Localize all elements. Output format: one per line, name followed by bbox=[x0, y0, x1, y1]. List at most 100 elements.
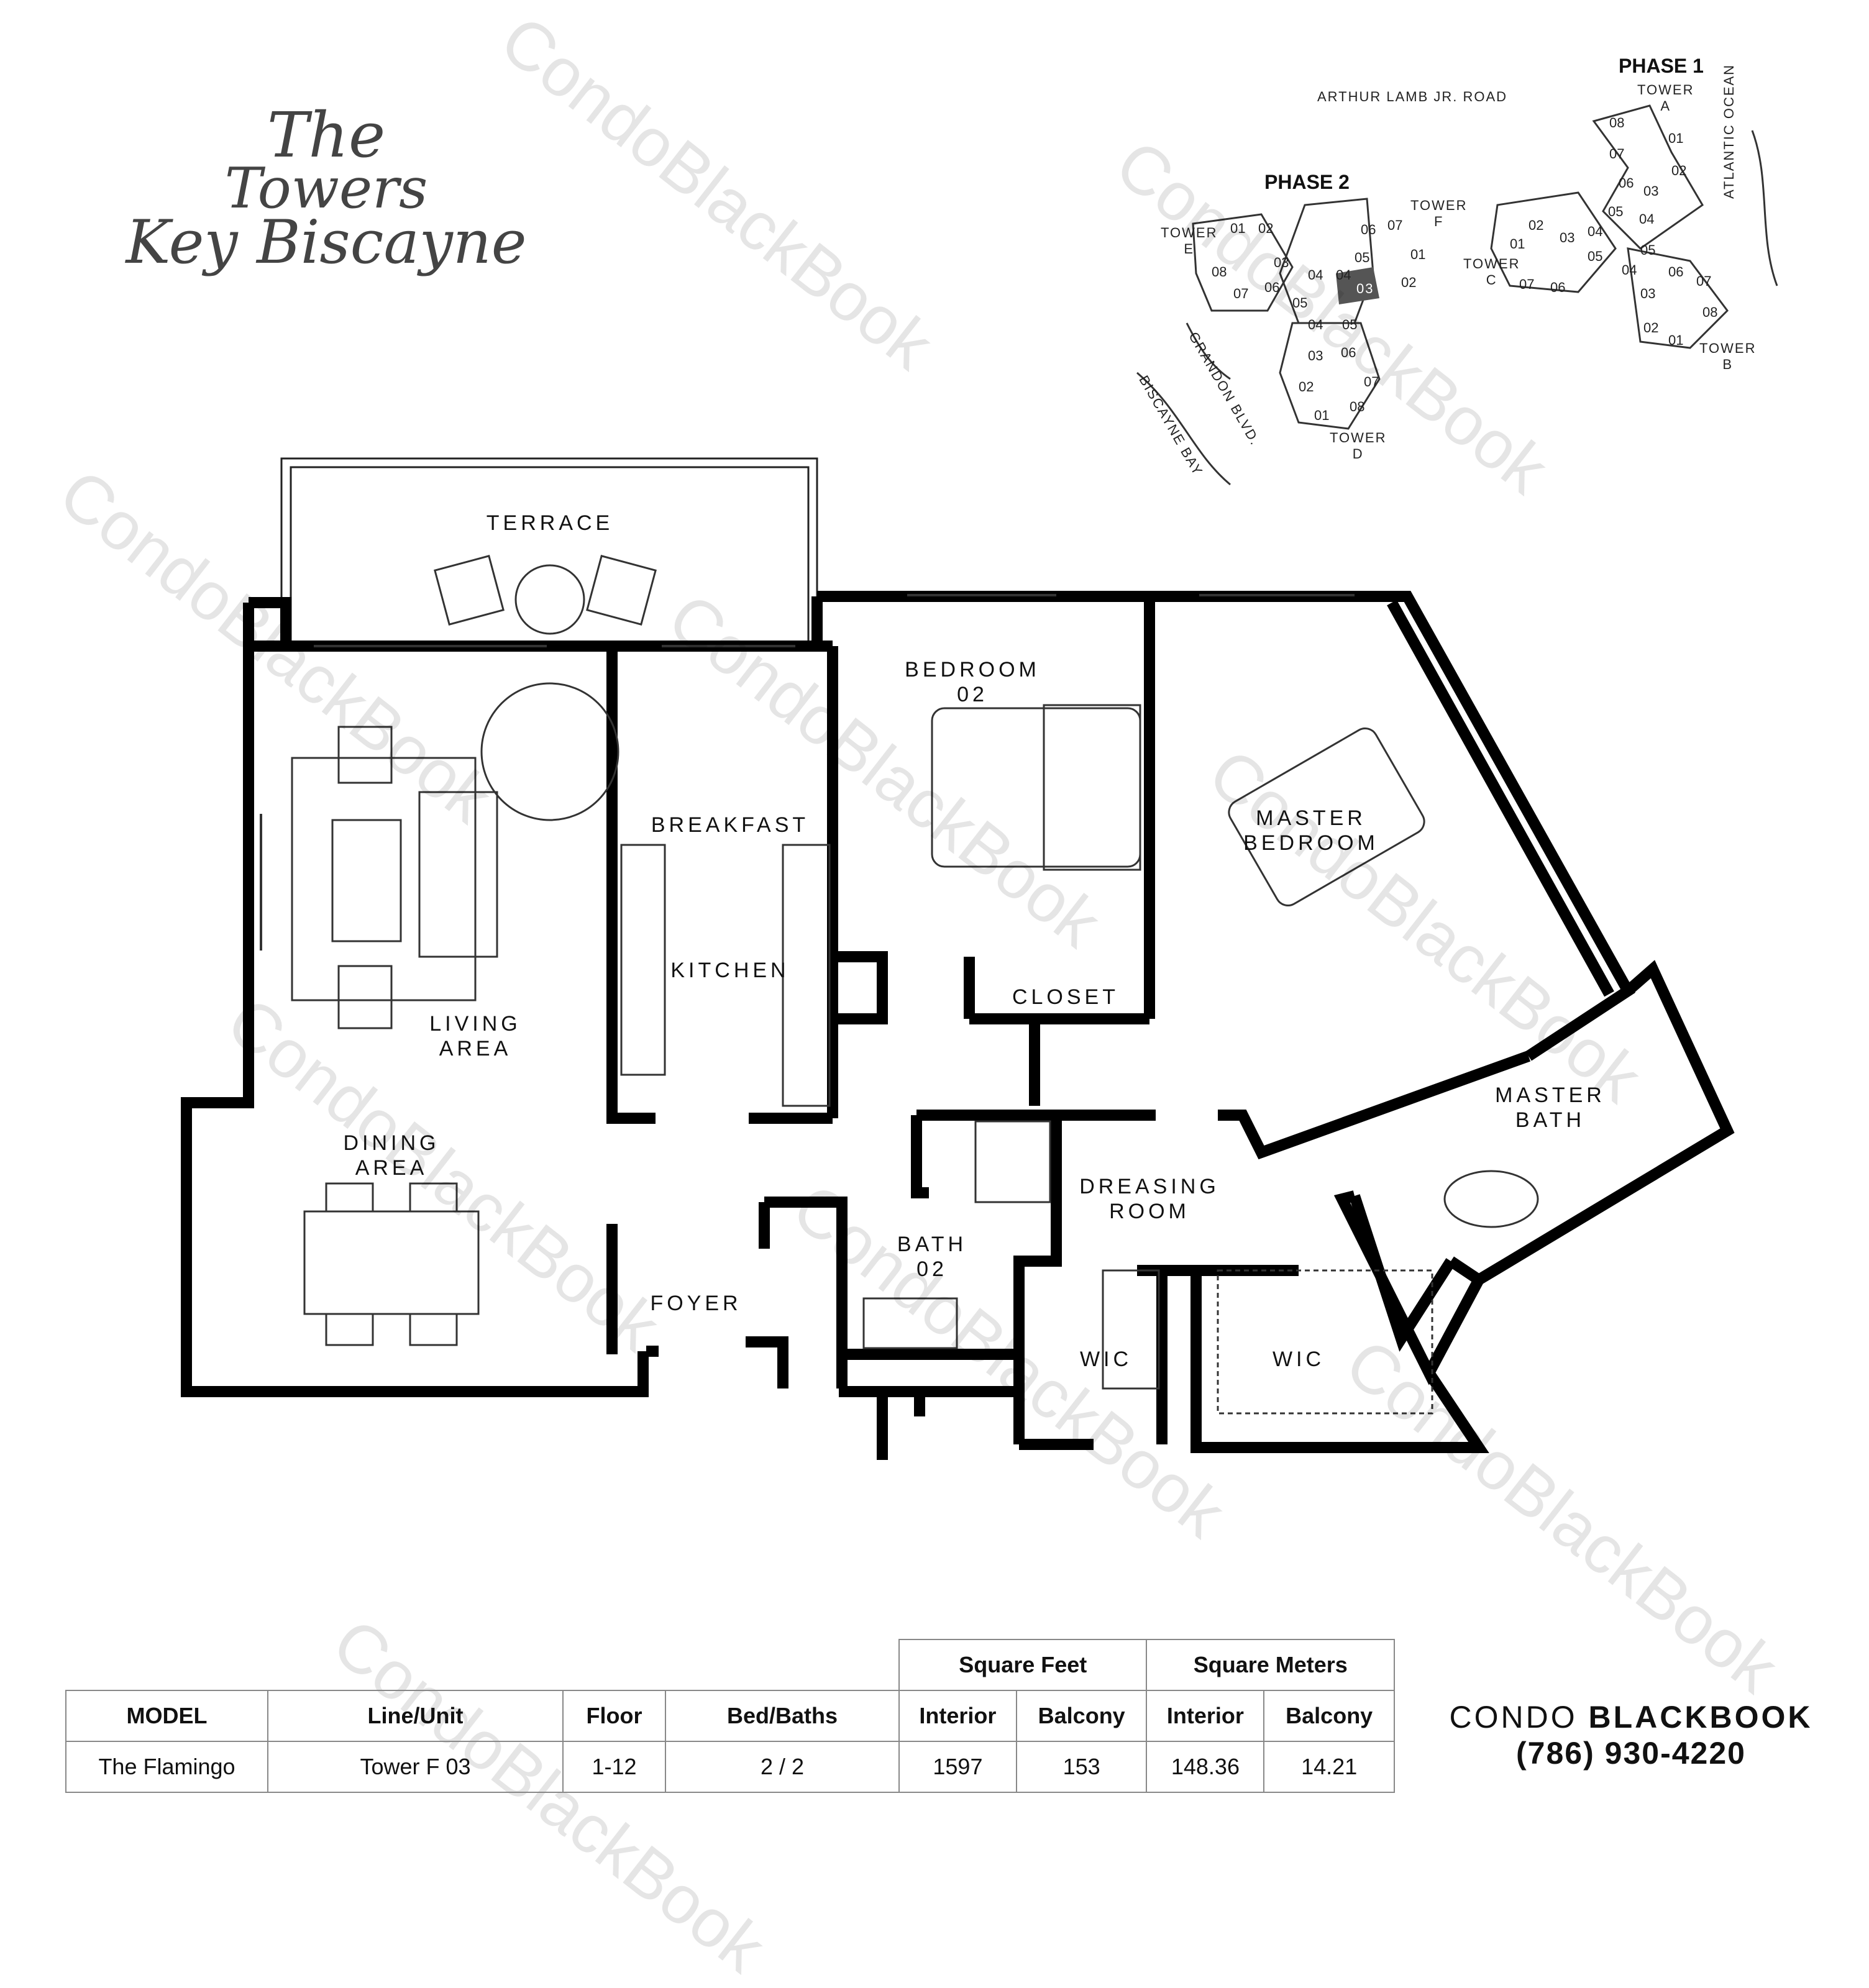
cell-interior-sqft: 1597 bbox=[898, 1741, 1017, 1793]
room-wic-right: WIC bbox=[1272, 1347, 1325, 1371]
site-map-unit-number: 03 bbox=[1274, 255, 1289, 270]
furniture bbox=[291, 555, 1539, 1415]
site-map-unit-number: 06 bbox=[1668, 264, 1684, 280]
table-row: The Flamingo Tower F 03 1-12 2 / 2 1597 … bbox=[65, 1741, 1395, 1793]
site-map-unit-number: 04 bbox=[1639, 211, 1655, 227]
room-bath-02: BATH 02 bbox=[897, 1233, 967, 1281]
tower-f-label: TOWER F bbox=[1410, 198, 1468, 229]
site-map-unit-number: 05 bbox=[1588, 248, 1603, 264]
room-foyer: FOYER bbox=[650, 1292, 742, 1315]
site-map-unit-number: 01 bbox=[1668, 130, 1684, 146]
site-map-unit-number: 06 bbox=[1264, 280, 1280, 295]
cell-interior-sqm: 148.36 bbox=[1146, 1741, 1265, 1793]
cell-line-unit: Tower F 03 bbox=[267, 1741, 564, 1793]
tower-a-label: TOWER A bbox=[1637, 82, 1694, 114]
header-square-feet: Square Feet bbox=[898, 1639, 1148, 1691]
site-map-unit-number: 02 bbox=[1671, 163, 1687, 178]
phase-1-label: PHASE 1 bbox=[1619, 55, 1704, 77]
site-map-unit-number: 05 bbox=[1640, 242, 1656, 258]
site-map-unit-number: 07 bbox=[1519, 276, 1535, 292]
header-square-meters: Square Meters bbox=[1146, 1639, 1395, 1691]
site-map-unit-number: 02 bbox=[1529, 217, 1544, 233]
terrace-outline bbox=[280, 457, 818, 646]
highlight-unit-f03 bbox=[1336, 267, 1379, 304]
room-kitchen: KITCHEN bbox=[670, 959, 790, 982]
room-wic-left: WIC bbox=[1079, 1347, 1133, 1371]
site-map-unit-number: 02 bbox=[1643, 320, 1659, 335]
cell-model: The Flamingo bbox=[65, 1741, 268, 1793]
header-bed-baths: Bed/Baths bbox=[665, 1690, 900, 1742]
brand-name: CONDO BLACKBOOK bbox=[1429, 1699, 1833, 1735]
site-map-unit-number: 06 bbox=[1341, 345, 1356, 360]
cell-balcony-sqm: 14.21 bbox=[1263, 1741, 1395, 1793]
room-breakfast: BREAKFAST bbox=[651, 813, 810, 837]
site-map-unit-number: 01 bbox=[1668, 332, 1684, 348]
site-map-unit-number: 05 bbox=[1342, 317, 1358, 332]
room-living-area: LIVING AREA bbox=[429, 1012, 521, 1060]
header-floor: Floor bbox=[562, 1690, 666, 1742]
site-map-unit-number: 07 bbox=[1364, 374, 1379, 390]
site-map-unit-number: 06 bbox=[1619, 175, 1634, 191]
room-closet: CLOSET bbox=[1012, 985, 1120, 1009]
site-map-unit-number: 01 bbox=[1510, 236, 1525, 252]
cell-balcony-sqft: 153 bbox=[1015, 1741, 1148, 1793]
room-dining-area: DINING AREA bbox=[343, 1131, 440, 1180]
floor-plan-drawing bbox=[181, 104, 1778, 1460]
site-map-unit-number: 02 bbox=[1258, 221, 1274, 236]
unit-spec-table: Square Feet Square Meters MODEL Line/Uni… bbox=[65, 1639, 1395, 1793]
cell-bed-baths: 2 / 2 bbox=[665, 1741, 900, 1793]
highlight-unit-label: 03 bbox=[1356, 281, 1374, 296]
site-map-unit-number: 03 bbox=[1643, 183, 1659, 199]
site-map-unit-number: 03 bbox=[1640, 286, 1656, 301]
building-logo: The Towers Key Biscayne bbox=[124, 99, 528, 277]
site-map-unit-number: 01 bbox=[1410, 247, 1426, 262]
site-map-unit-number: 04 bbox=[1588, 224, 1603, 239]
site-map-unit-number: 06 bbox=[1550, 280, 1566, 295]
tower-b-label: TOWER B bbox=[1699, 340, 1757, 372]
ocean-label: ATLANTIC OCEAN bbox=[1721, 63, 1737, 199]
windows bbox=[260, 594, 1355, 951]
header-line-unit: Line/Unit bbox=[267, 1690, 564, 1742]
site-map-unit-number: 08 bbox=[1350, 399, 1365, 414]
cell-floor: 1-12 bbox=[562, 1741, 666, 1793]
brand-name-bold: BLACKBOOK bbox=[1588, 1700, 1813, 1735]
site-map-unit-number: 01 bbox=[1230, 221, 1246, 236]
site-map-unit-number: 07 bbox=[1233, 286, 1249, 301]
site-map-unit-number: 01 bbox=[1314, 408, 1330, 423]
site-map-unit-number: 04 bbox=[1308, 267, 1323, 283]
logo-line-2: Towers bbox=[224, 156, 428, 221]
site-map-unit-number: 08 bbox=[1212, 264, 1227, 280]
site-map-unit-number: 07 bbox=[1387, 217, 1403, 233]
brand-block: CONDO BLACKBOOK (786) 930-4220 bbox=[1429, 1699, 1833, 1771]
site-map bbox=[1136, 104, 1778, 486]
site-map-unit-number: 02 bbox=[1401, 275, 1417, 290]
brand-name-light: CONDO bbox=[1449, 1700, 1589, 1735]
site-map-unit-number: 07 bbox=[1609, 146, 1625, 162]
site-map-unit-number: 08 bbox=[1702, 304, 1718, 320]
site-map-unit-number: 04 bbox=[1622, 262, 1637, 278]
brand-phone: (786) 930-4220 bbox=[1516, 1736, 1746, 1771]
site-map-unit-number: 02 bbox=[1299, 379, 1314, 394]
site-map-unit-number: 06 bbox=[1361, 222, 1376, 237]
room-master-bath: MASTER BATH bbox=[1495, 1083, 1606, 1132]
table-header-row: MODEL Line/Unit Floor Bed/Baths Interior… bbox=[65, 1690, 1395, 1742]
site-map-unit-number: 08 bbox=[1609, 115, 1625, 130]
site-map-unit-number: 03 bbox=[1308, 348, 1323, 363]
header-balcony-sqm: Balcony bbox=[1263, 1690, 1395, 1742]
site-map-unit-number: 03 bbox=[1560, 230, 1575, 245]
logo-line-3: Key Biscayne bbox=[126, 207, 527, 277]
header-interior-sqft: Interior bbox=[898, 1690, 1017, 1742]
logo-line-1: The bbox=[267, 99, 386, 171]
road-label: ARTHUR LAMB JR. ROAD bbox=[1317, 89, 1508, 104]
room-bedroom-02: BEDROOM 02 bbox=[905, 658, 1040, 706]
room-dreasing-room: DREASING ROOM bbox=[1079, 1175, 1220, 1223]
site-map-unit-number: 05 bbox=[1292, 295, 1308, 311]
header-model: MODEL bbox=[65, 1690, 268, 1742]
site-map-unit-number: 05 bbox=[1608, 204, 1624, 219]
tower-c-label: TOWER C bbox=[1463, 256, 1520, 288]
site-map-unit-number: 04 bbox=[1336, 267, 1351, 283]
phase-2-label: PHASE 2 bbox=[1264, 171, 1350, 193]
tower-d-label: TOWER D bbox=[1330, 430, 1387, 462]
tower-e-label: TOWER E bbox=[1161, 225, 1218, 257]
room-master-bedroom: MASTER BEDROOM bbox=[1243, 806, 1379, 855]
